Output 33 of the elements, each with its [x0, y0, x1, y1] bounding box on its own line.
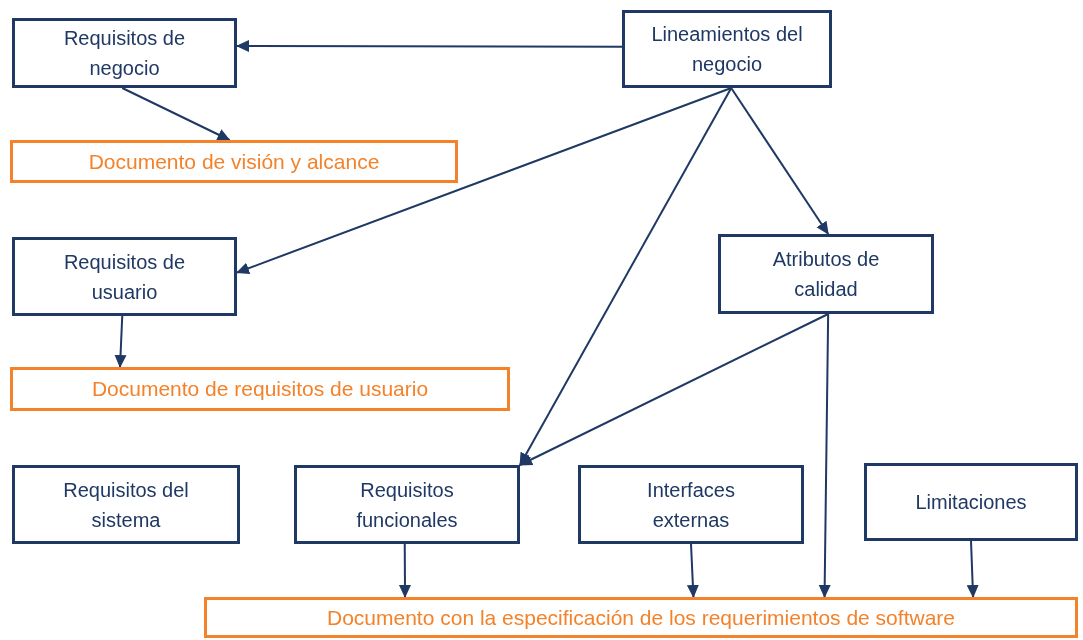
process-box	[578, 465, 804, 544]
box-label: Requisitos de usuario	[62, 249, 187, 305]
box-label: Requisitos funcionales	[355, 477, 459, 533]
box-label: Interfaces externas	[646, 477, 736, 533]
box-label: Atributos de calidad	[771, 247, 881, 302]
box-label: Documento de visión y alcance	[88, 148, 380, 175]
process-box	[622, 10, 832, 88]
box-label: Documento de requisitos de usuario	[91, 376, 429, 403]
process-box	[864, 463, 1078, 541]
arrow	[818, 313, 831, 598]
arrow	[114, 315, 127, 368]
box-label: Requisitos del sistema	[62, 477, 190, 533]
process-box	[12, 18, 237, 88]
process-box	[12, 237, 237, 316]
arrow	[236, 40, 623, 52]
arrow	[966, 540, 979, 598]
process-box	[718, 234, 934, 314]
document-box	[204, 597, 1078, 638]
document-box	[10, 140, 458, 183]
box-label: Requisitos de negocio	[62, 26, 187, 81]
document-box	[10, 367, 510, 411]
box-label: Lineamientos del negocio	[650, 22, 804, 77]
box-label: Documento con la especificación de los requerimientos de software	[327, 604, 955, 631]
arrow	[519, 87, 733, 466]
arrow	[398, 543, 411, 598]
arrow	[519, 313, 830, 466]
process-box	[294, 465, 520, 544]
box-label: Limitaciones	[915, 490, 1027, 515]
arrow	[236, 87, 733, 274]
process-box	[12, 465, 240, 544]
arrow	[121, 87, 231, 141]
arrow	[730, 87, 830, 235]
arrow	[686, 543, 699, 598]
